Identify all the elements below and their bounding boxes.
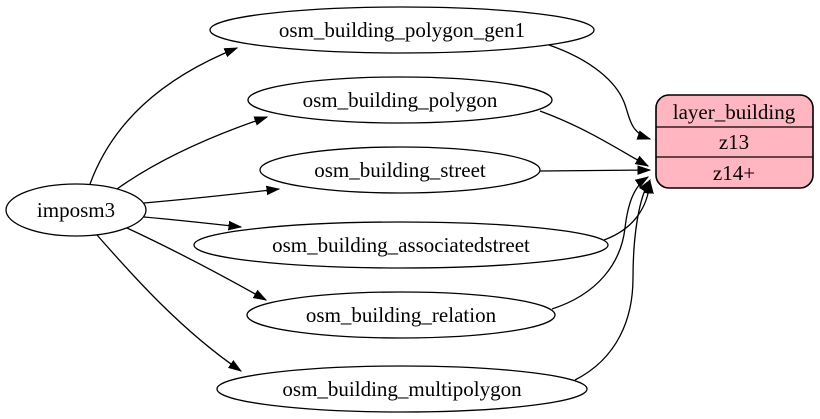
edge-imposm3-to-polygon-gen1 [89, 47, 237, 185]
relation-ellipse [246, 291, 556, 339]
edge-polygon-to-z14 [539, 110, 648, 166]
row-z13-label: z13 [719, 130, 749, 154]
street-label: osm_building_street [314, 158, 486, 182]
layer-building-box [655, 94, 814, 189]
multipolygon-ellipse [216, 365, 588, 413]
street-ellipse [259, 146, 541, 194]
row-z14plus-label: z14+ [713, 161, 755, 185]
imposm3-ellipse [5, 183, 147, 237]
polygon-gen1-ellipse [209, 6, 595, 54]
edge-imposm3-to-polygon [116, 116, 267, 190]
node-osm-building-multipolygon: osm_building_multipolygon [216, 365, 588, 413]
polygon-ellipse [247, 76, 553, 124]
node-osm-building-relation: osm_building_relation [246, 291, 556, 339]
edge-imposm3-to-street [143, 189, 279, 204]
layer-building-title: layer_building [673, 100, 796, 124]
node-layer-building: layer_building z13 z14+ [655, 94, 814, 189]
edge-imposm3-to-multipolygon [96, 234, 241, 371]
node-osm-building-polygon-gen1: osm_building_polygon_gen1 [209, 6, 595, 54]
polygon-gen1-label: osm_building_polygon_gen1 [279, 18, 525, 42]
node-imposm3: imposm3 [5, 183, 147, 237]
edge-relation-to-z14 [551, 177, 648, 310]
edge-street-to-z14 [539, 170, 650, 171]
imposm3-label: imposm3 [37, 198, 115, 222]
node-osm-building-associatedstreet: osm_building_associatedstreet [193, 221, 609, 269]
edge-imposm3-to-associatedstreet [143, 216, 241, 227]
node-osm-building-street: osm_building_street [259, 146, 541, 194]
node-osm-building-polygon: osm_building_polygon [247, 76, 553, 124]
associatedstreet-ellipse [193, 221, 609, 269]
edge-multipolygon-to-z14 [574, 180, 650, 381]
edge-polygon-gen1-to-z13 [548, 44, 650, 140]
relation-label: osm_building_relation [306, 303, 497, 327]
edge-imposm3-to-relation [126, 227, 266, 300]
associatedstreet-label: osm_building_associatedstreet [272, 233, 530, 257]
polygon-label: osm_building_polygon [303, 88, 498, 112]
edge-associatedstreet-to-z14 [603, 181, 650, 241]
multipolygon-label: osm_building_multipolygon [282, 377, 522, 401]
